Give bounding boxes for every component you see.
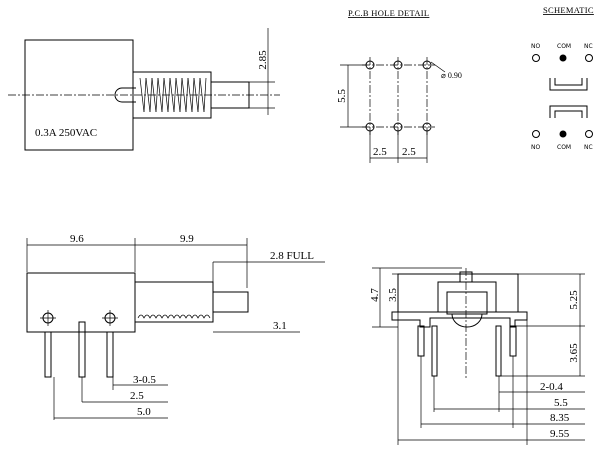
dim-front-pin-size: 2-0.4 (540, 381, 563, 393)
label-nc-top: NC (584, 43, 593, 50)
dim-front-width: 9.55 (550, 428, 570, 440)
dim-front-pin-len: 3.65 (568, 343, 580, 363)
terminal-no-top (532, 54, 540, 62)
label-com-top: COM (557, 43, 571, 50)
schematic: SCHEMATIC NO COM NC NO COM NC (531, 5, 594, 151)
dim-pin-pitch: 2.5 (130, 390, 144, 402)
dim-hole-dia: ⌀ 0.90 (441, 71, 462, 80)
dim-col-pitch-a: 2.5 (373, 146, 387, 158)
plunger-tip (114, 87, 136, 103)
dim-front-leg-span: 8.35 (550, 412, 570, 424)
terminal-nc-bottom (585, 130, 593, 138)
dim-front-h-inner: 3.5 (387, 288, 399, 302)
front-pin-right (495, 325, 502, 377)
dim-row-pitch: 5.5 (336, 89, 348, 103)
dim-pin-size: 3-0.5 (133, 374, 156, 386)
dim-actuator-h: 3.1 (273, 320, 287, 332)
side-spring (137, 314, 211, 319)
dim-full-travel: 2.8 FULL (270, 250, 314, 262)
front-view: 4.7 3.5 5.25 3.65 2-0.4 5.5 8.35 9.55 (369, 267, 585, 445)
dim-actuator-len: 9.9 (180, 233, 194, 245)
actuator-outline (210, 81, 250, 109)
label-com-bottom: COM (557, 144, 571, 151)
dim-front-body-h: 5.25 (568, 290, 580, 310)
pcb-hole-detail: P.C.B HOLE DETAIL ⌀ 0.90 5.5 2.5 2.5 (336, 8, 462, 163)
dim-front-h-total: 4.7 (369, 288, 381, 302)
label-no-top: NO (531, 43, 540, 50)
dim-col-pitch-b: 2.5 (402, 146, 416, 158)
dim-top-height: 2.85 (257, 50, 269, 70)
front-actuator-body (446, 291, 488, 315)
terminal-no-bottom (532, 130, 540, 138)
top-view: 0.3A 250VAC 2.85 (8, 28, 280, 151)
label-nc-bottom: NC (584, 144, 593, 151)
pcb-holes (362, 57, 435, 135)
side-body-outline (26, 272, 136, 333)
front-leg-left (417, 325, 425, 357)
terminal-com-top (559, 54, 567, 62)
front-pin-left (431, 325, 438, 377)
dim-front-pin-span: 5.5 (554, 397, 568, 409)
side-pins (40, 310, 118, 378)
side-actuator (212, 291, 249, 313)
terminal-com-bottom (559, 130, 567, 138)
front-actuator-arc (451, 313, 483, 328)
schematic-title: SCHEMATIC (543, 5, 594, 15)
terminal-nc-top (585, 54, 593, 62)
side-spring-housing (134, 281, 214, 323)
pcb-title: P.C.B HOLE DETAIL (348, 8, 429, 18)
label-no-bottom: NO (531, 144, 540, 151)
rating-label: 0.3A 250VAC (35, 127, 97, 139)
spring-coils (139, 77, 207, 113)
front-leg-right (509, 325, 517, 357)
contact-bridge-top (549, 78, 588, 91)
dim-body-len: 9.6 (70, 233, 84, 245)
dim-pin-span: 5.0 (137, 406, 151, 418)
front-upper-body (397, 273, 519, 313)
side-view: 9.6 9.9 2.8 FULL 3.1 3-0.5 2.5 5.0 (26, 233, 325, 420)
contact-bridge-bottom (549, 105, 588, 118)
